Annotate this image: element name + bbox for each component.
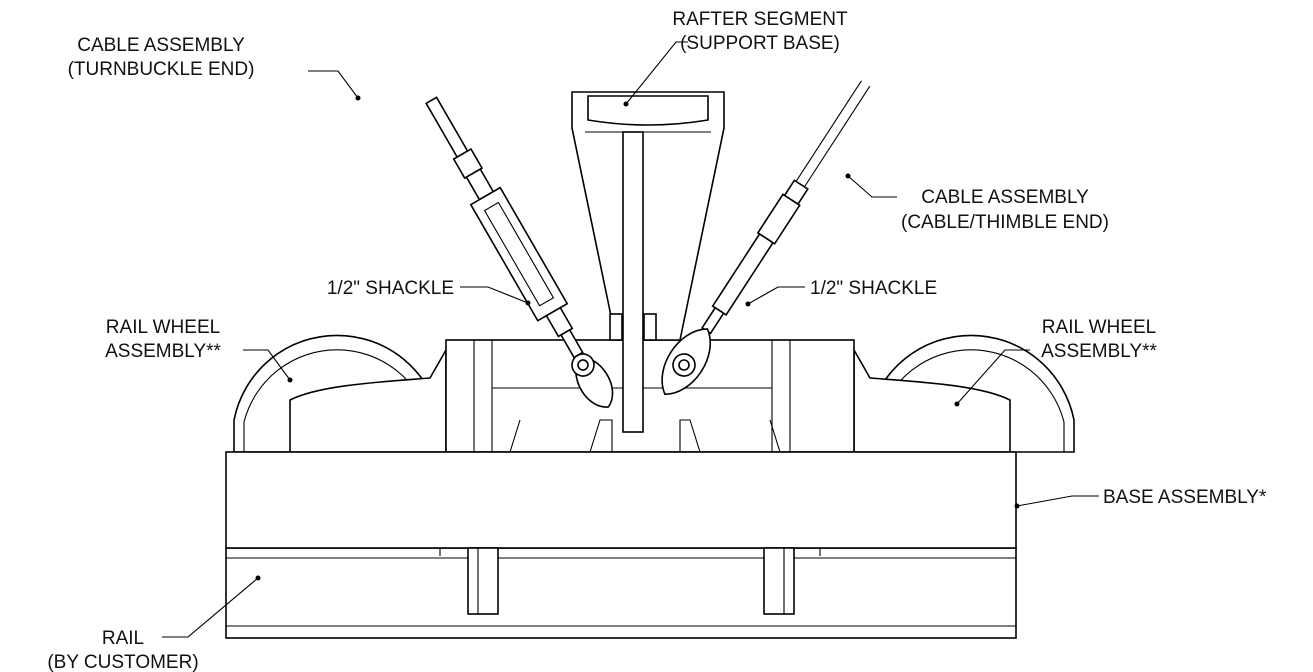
base-assembly-text: BASE ASSEMBLY* xyxy=(1103,487,1267,508)
label-rail: RAIL (BY CUSTOMER) xyxy=(47,575,261,672)
label-shackle-left: 1/2" SHACKLE xyxy=(327,278,531,306)
cable-turnbuckle-line2: (TURNBUCKLE END) xyxy=(68,59,255,80)
rail-line1: RAIL xyxy=(102,628,144,649)
rail-wheel-left-line1: RAIL WHEEL xyxy=(106,317,220,338)
label-rafter-segment: RAFTER SEGMENT (SUPPORT BASE) xyxy=(623,9,848,107)
cable-assembly-thimble xyxy=(661,80,871,396)
rail-wheel-left-line2: ASSEMBLY** xyxy=(105,341,221,362)
rail-clamp-left xyxy=(439,547,499,615)
rafter-segment-line1: RAFTER SEGMENT xyxy=(672,9,848,30)
label-cable-turnbuckle: CABLE ASSEMBLY (TURNBUCKLE END) xyxy=(68,35,361,101)
cable-thimble-line1: CABLE ASSEMBLY xyxy=(921,187,1089,208)
rail-wheel-right-line2: ASSEMBLY** xyxy=(1041,341,1157,362)
shackle-left-text: 1/2" SHACKLE xyxy=(327,278,454,299)
shackle-right-text: 1/2" SHACKLE xyxy=(810,278,937,299)
rail-line2: (BY CUSTOMER) xyxy=(47,652,198,672)
base-assembly xyxy=(225,451,1017,549)
label-shackle-right: 1/2" SHACKLE xyxy=(745,278,937,307)
rafter-segment xyxy=(571,91,725,433)
label-rail-wheel-right: RAIL WHEEL ASSEMBLY** xyxy=(954,317,1158,407)
rafter-segment-line2: (SUPPORT BASE) xyxy=(680,33,840,54)
label-cable-thimble: CABLE ASSEMBLY (CABLE/THIMBLE END) xyxy=(845,173,1109,233)
cable-turnbuckle-line1: CABLE ASSEMBLY xyxy=(77,35,245,56)
label-base-assembly: BASE ASSEMBLY* xyxy=(1014,487,1267,509)
rail-clamp-right xyxy=(763,547,821,615)
cable-thimble-line2: (CABLE/THIMBLE END) xyxy=(901,212,1109,233)
rail xyxy=(225,547,1017,639)
cable-assembly-turnbuckle xyxy=(425,96,614,408)
rail-wheel-right-line1: RAIL WHEEL xyxy=(1042,317,1156,338)
label-rail-wheel-left: RAIL WHEEL ASSEMBLY** xyxy=(105,317,293,383)
